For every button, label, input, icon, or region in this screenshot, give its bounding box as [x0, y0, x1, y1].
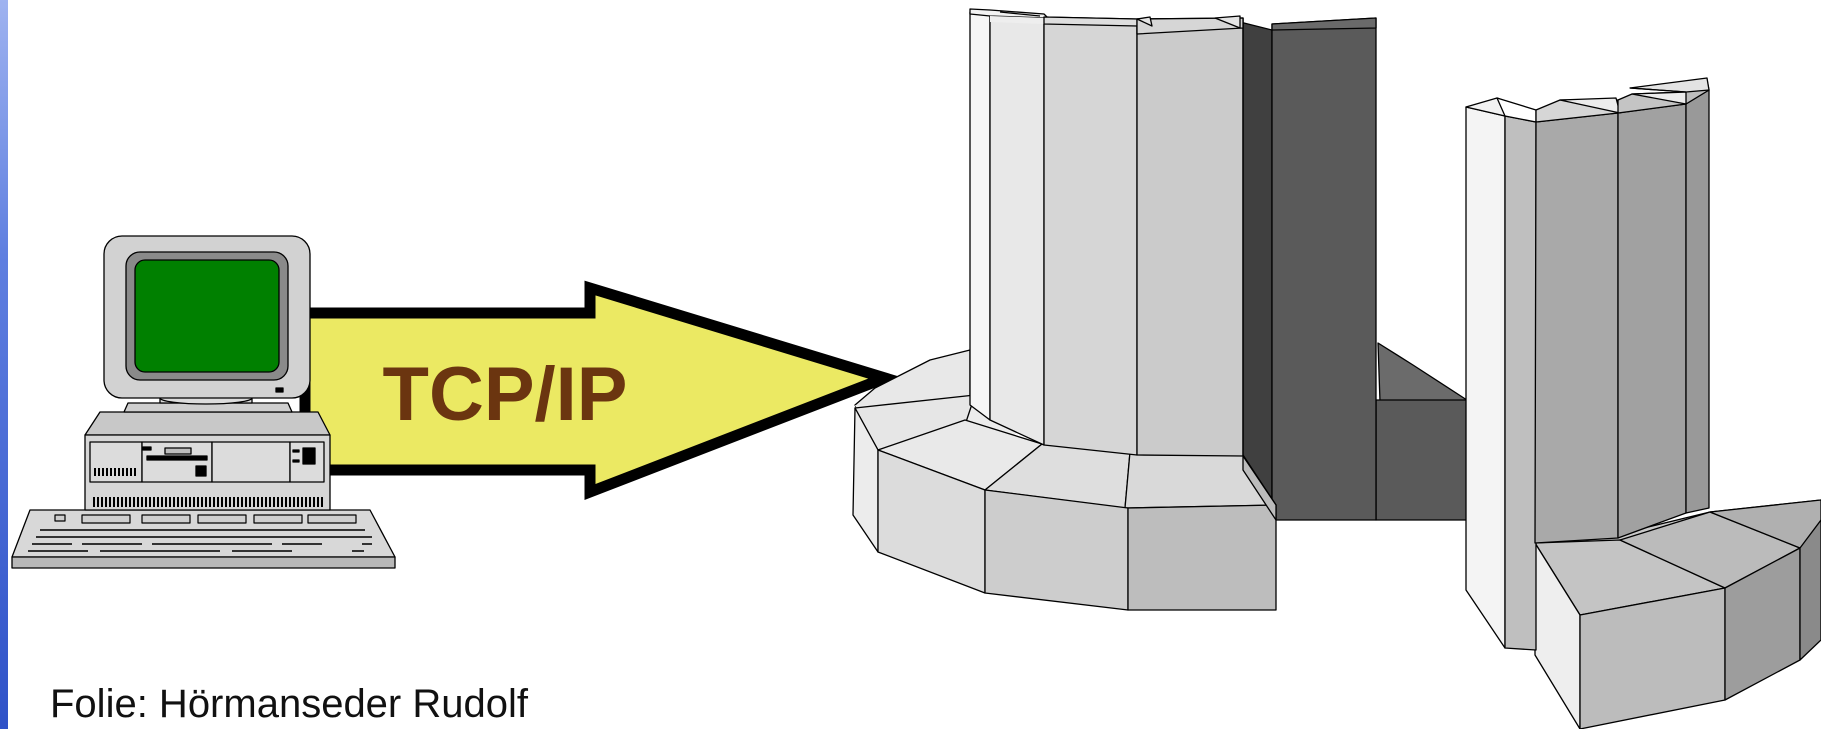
mainframe-supercomputer-icon [853, 9, 1473, 610]
monitor-screen [135, 260, 279, 372]
footer-credit: Folie: Hörmanseder Rudolf [50, 682, 528, 727]
keyboard [12, 510, 395, 568]
arrow-label: TCP/IP [383, 352, 628, 437]
system-unit [85, 412, 330, 510]
tcpip-arrow: TCP/IP [305, 288, 885, 492]
mainframe-supercomputer-icon [1466, 78, 1821, 729]
monitor [104, 236, 310, 398]
